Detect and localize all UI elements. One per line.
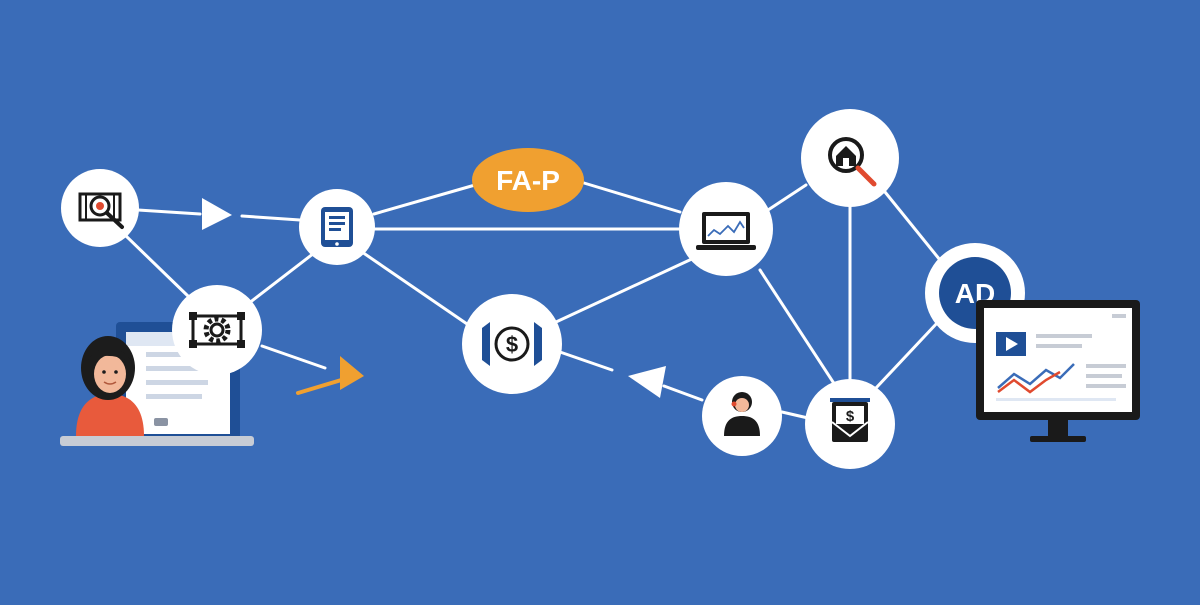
edge-target-to-gear — [124, 234, 192, 300]
edge-dollar-to-laptop — [554, 256, 696, 324]
tablet-icon — [321, 207, 353, 247]
node-laptop-chart[interactable] — [679, 182, 773, 276]
laptop-chart-icon — [696, 212, 756, 250]
edge-laptop-to-envelope — [758, 268, 837, 387]
node-tablet[interactable] — [299, 189, 375, 265]
edge-tablet-to-pill — [372, 183, 477, 216]
arrow-white-left — [628, 366, 666, 398]
monitor-chart-illustration — [976, 300, 1140, 442]
edge-arrow-to-tablet — [240, 214, 302, 222]
pill-label: FA-P — [496, 165, 560, 196]
connections — [124, 181, 942, 420]
node-target-search[interactable] — [61, 169, 139, 247]
edge-person-to-envelope — [780, 410, 810, 420]
edge-gear-to-orange-arrow — [260, 344, 327, 370]
pill-node[interactable]: FA-P — [472, 148, 584, 212]
svg-text:$: $ — [506, 332, 518, 357]
edge-person-to-arrow — [662, 384, 704, 402]
edge-target-to-arrow — [136, 208, 202, 216]
edge-laptop-to-home — [766, 183, 808, 212]
edge-home-to-ad — [883, 190, 942, 262]
person-headset-icon — [724, 392, 760, 436]
gear-frame-icon — [189, 312, 245, 348]
home-search-icon — [828, 137, 877, 187]
arrow-orange — [296, 356, 364, 395]
dollar-coin-icon: $ — [482, 322, 542, 366]
node-home-search[interactable] — [801, 109, 899, 207]
node-dollar-coin[interactable]: $ — [462, 294, 562, 394]
edge-gear-to-tablet — [238, 248, 320, 312]
edge-tablet-to-dollar — [360, 250, 472, 328]
edge-pill-to-laptop — [582, 181, 682, 214]
edge-ad-to-envelope — [874, 320, 940, 390]
node-person-headset[interactable] — [702, 376, 782, 456]
node-dollar-envelope[interactable]: $ — [805, 379, 895, 469]
arrow-white-right — [202, 198, 232, 230]
node-gear-frame[interactable] — [172, 285, 262, 375]
target-search-icon — [78, 192, 124, 229]
dollar-envelope-icon: $ — [830, 398, 870, 442]
svg-text:$: $ — [846, 408, 855, 425]
edge-arrow-to-dollar — [558, 350, 614, 372]
